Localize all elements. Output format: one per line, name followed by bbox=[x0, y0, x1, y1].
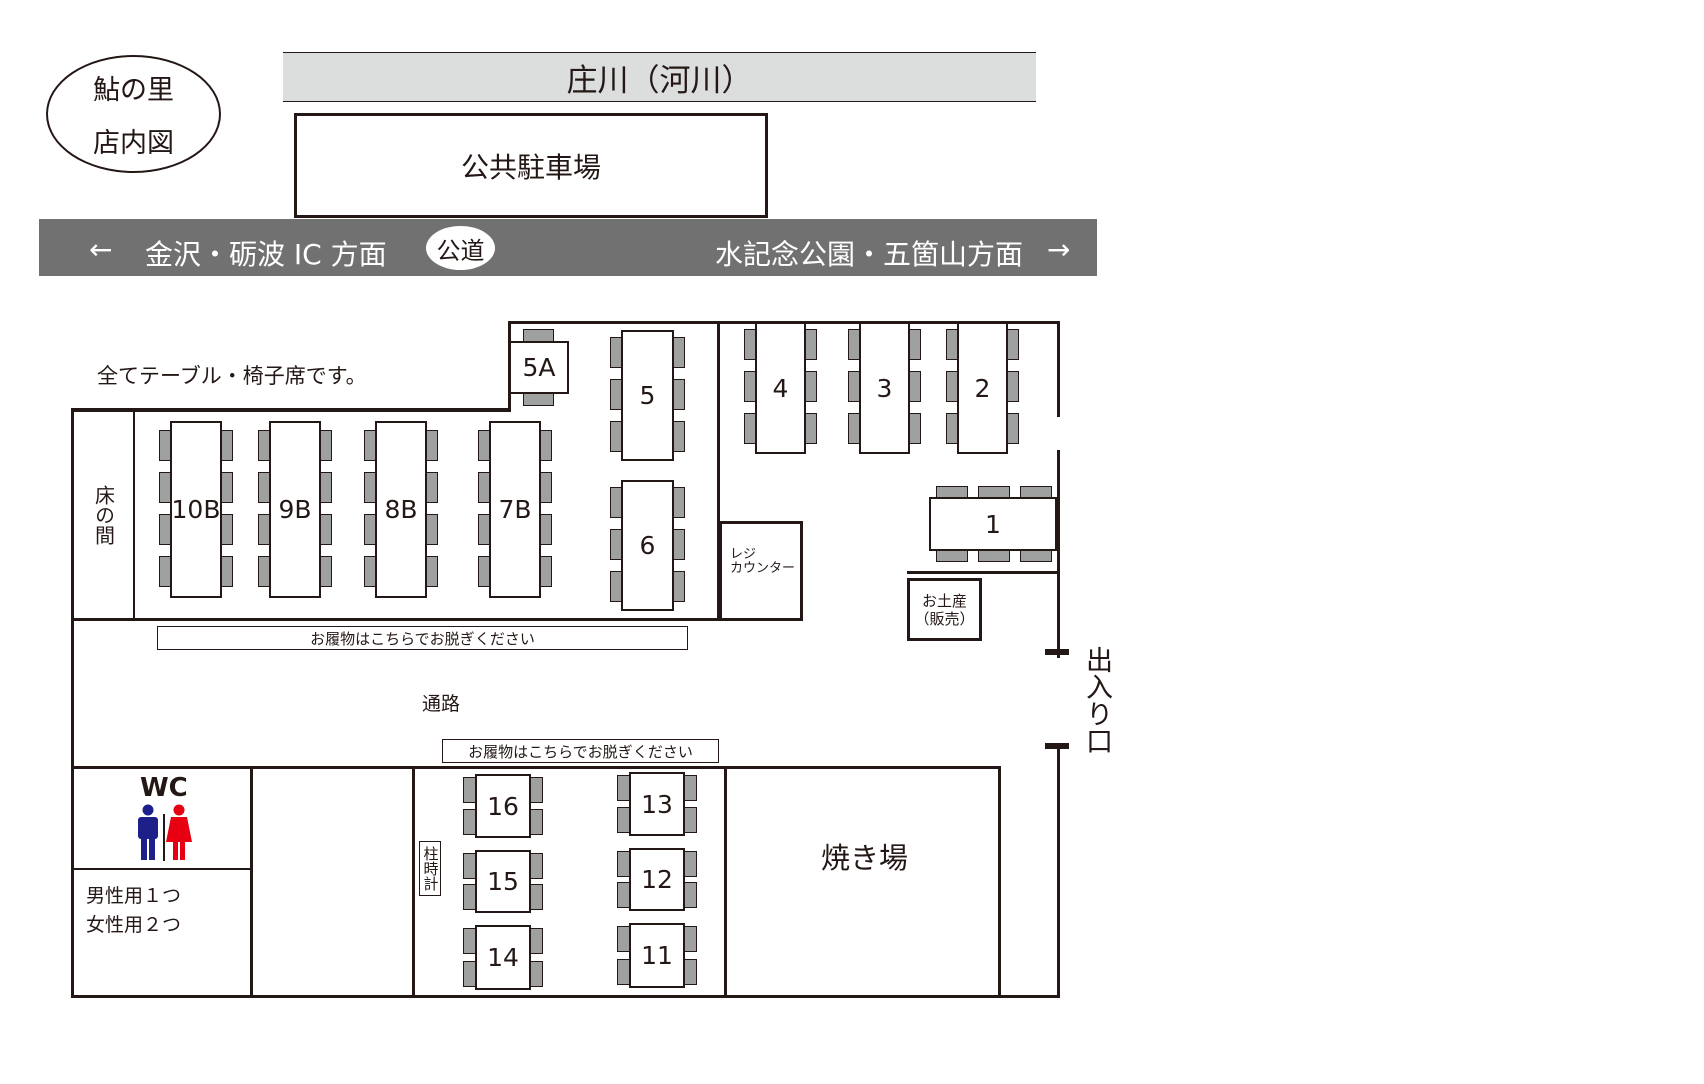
table-1: 1 bbox=[929, 497, 1057, 551]
chair bbox=[529, 809, 543, 835]
title-badge: 鮎の里 店内図 bbox=[46, 55, 221, 173]
seating-note: 全てテーブル・椅子席です。 bbox=[97, 364, 367, 388]
table-3: 3 bbox=[859, 322, 910, 454]
chair bbox=[529, 961, 543, 987]
chair bbox=[683, 775, 697, 801]
chair bbox=[529, 884, 543, 910]
souvenir-label: お土産 （販売） bbox=[914, 591, 975, 628]
male-figure-icon bbox=[138, 804, 158, 860]
register-label: レジ カウンター bbox=[730, 547, 796, 577]
restroom-icon bbox=[138, 804, 192, 861]
table-15: 15 bbox=[475, 850, 531, 913]
table-16: 16 bbox=[475, 774, 531, 838]
chair bbox=[683, 926, 697, 952]
tokonoma-room: 床の間 bbox=[74, 412, 133, 618]
chair bbox=[683, 959, 697, 985]
chair bbox=[683, 851, 697, 877]
chair bbox=[529, 777, 543, 803]
chair bbox=[529, 853, 543, 879]
chair bbox=[529, 928, 543, 954]
public-parking: 公共駐車場 bbox=[294, 113, 768, 218]
shoes-sign-top: お履物はこちらでお脱ぎください bbox=[157, 626, 688, 650]
title-line2: 店内図 bbox=[93, 128, 174, 159]
pillar-clock: 柱時計 bbox=[419, 841, 441, 896]
left-arrow-icon: ← bbox=[89, 233, 113, 266]
table-5a: 5A bbox=[509, 341, 569, 394]
title-line1: 鮎の里 bbox=[93, 75, 174, 106]
table-12: 12 bbox=[629, 848, 685, 911]
table-10b: 10B bbox=[170, 421, 222, 598]
table-8b: 8B bbox=[375, 421, 427, 598]
shoes-sign-top-text: お履物はこちらでお脱ぎください bbox=[310, 629, 535, 648]
wc-label: WC bbox=[140, 773, 188, 803]
table-5: 5 bbox=[621, 330, 674, 461]
grill-area-label: 焼き場 bbox=[821, 841, 909, 875]
right-arrow-icon: → bbox=[1047, 233, 1071, 266]
register-counter: レジ カウンター bbox=[719, 521, 803, 621]
road-left-direction: 金沢・砺波 IC 方面 bbox=[145, 238, 387, 271]
chair bbox=[683, 807, 697, 833]
table-2: 2 bbox=[957, 322, 1008, 454]
pillar-clock-label: 柱時計 bbox=[421, 846, 440, 891]
chair bbox=[523, 393, 554, 406]
table-14: 14 bbox=[475, 925, 531, 990]
chair bbox=[683, 882, 697, 908]
table-9b: 9B bbox=[269, 421, 321, 598]
table-7b: 7B bbox=[489, 421, 541, 598]
entrance-label: 出入り口 bbox=[1081, 646, 1112, 754]
parking-label: 公共駐車場 bbox=[460, 150, 601, 184]
wc-female-count: 女性用２つ bbox=[86, 914, 182, 936]
tokonoma-label: 床の間 bbox=[91, 485, 116, 545]
aisle-label: 通路 bbox=[422, 693, 461, 715]
road-right-direction: 水記念公園・五箇山方面 bbox=[715, 238, 1024, 271]
shoes-sign-bottom: お履物はこちらでお脱ぎください bbox=[442, 739, 719, 763]
wc-male-count: 男性用１つ bbox=[86, 885, 182, 907]
table-6: 6 bbox=[621, 480, 674, 611]
shoes-sign-bottom-text: お履物はこちらでお脱ぎください bbox=[468, 742, 693, 761]
public-road: ← 金沢・砺波 IC 方面 公道 水記念公園・五箇山方面 → bbox=[39, 219, 1097, 276]
table-13: 13 bbox=[629, 772, 685, 836]
souvenir-counter: お土産 （販売） bbox=[907, 578, 982, 641]
river-label: 庄川（河川） bbox=[566, 62, 753, 99]
river-band: 庄川（河川） bbox=[283, 52, 1036, 102]
table-4: 4 bbox=[755, 322, 806, 454]
female-figure-icon bbox=[166, 804, 192, 860]
road-center-label: 公道 bbox=[426, 226, 495, 270]
wc-room: WC bbox=[74, 769, 250, 868]
table-11: 11 bbox=[629, 923, 685, 988]
